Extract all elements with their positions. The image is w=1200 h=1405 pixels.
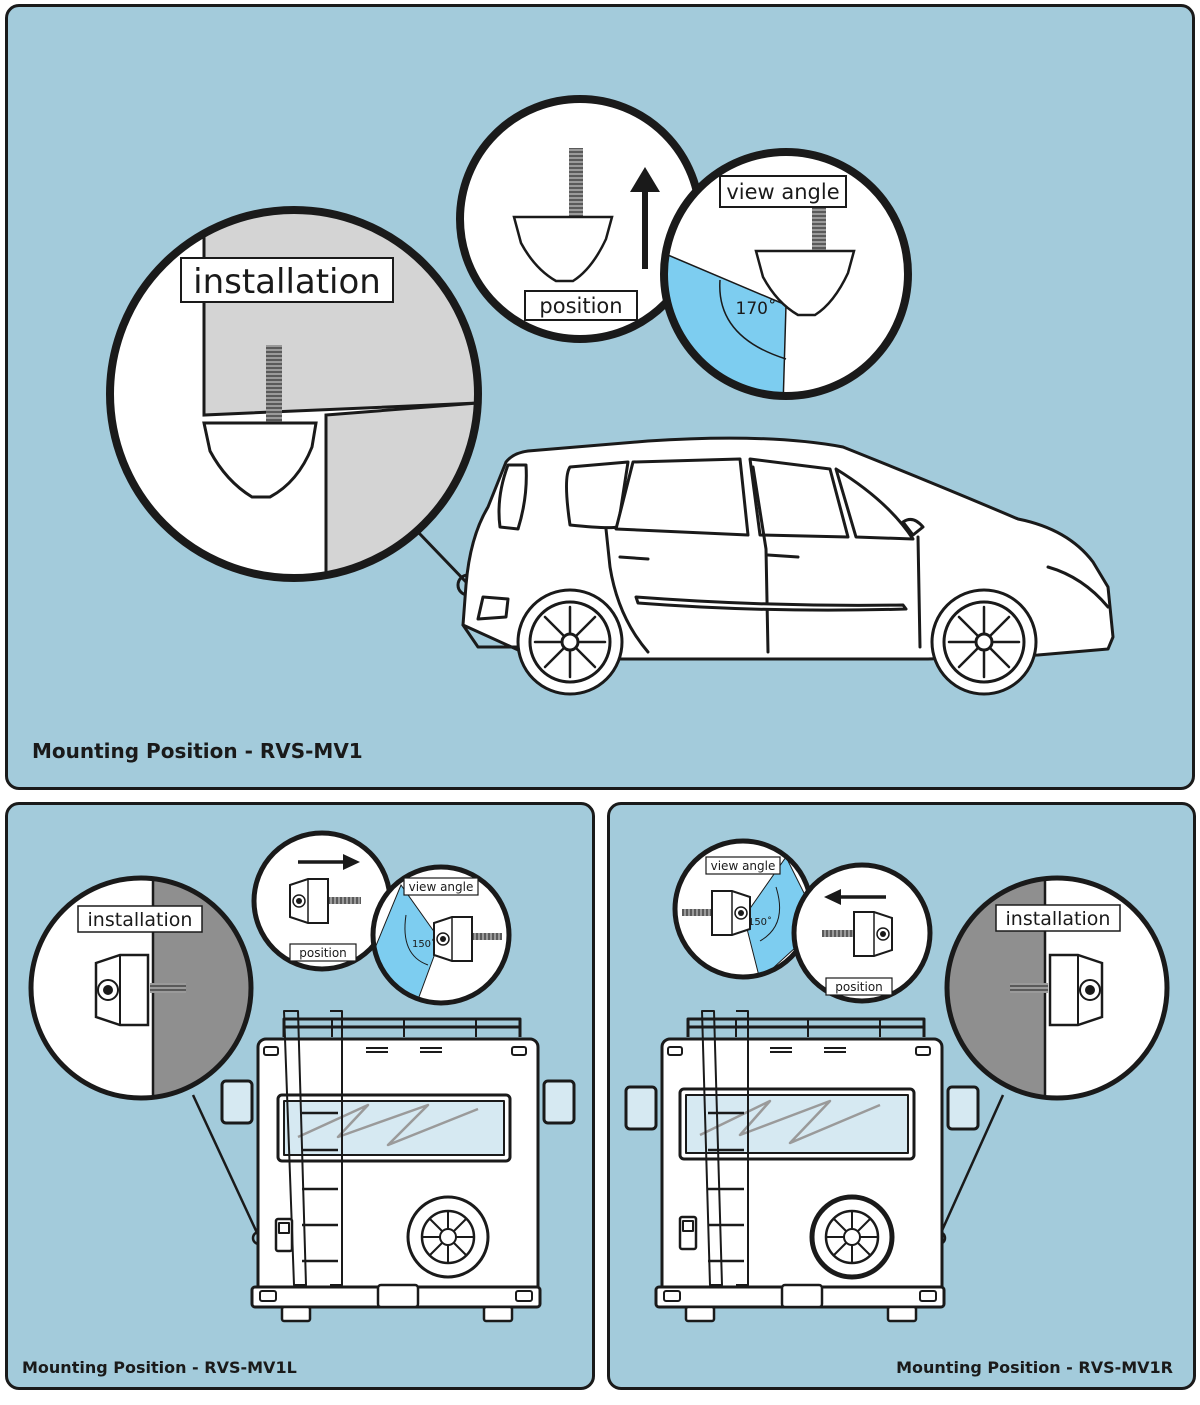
- view-angle-label: view angle: [726, 180, 839, 204]
- installation-magnifier: installation: [106, 206, 482, 582]
- installation-label: installation: [193, 262, 381, 302]
- motorhome-illustration: [624, 1010, 980, 1323]
- caption-rvs-mv1: Mounting Position - RVS-MV1: [32, 739, 363, 763]
- view-angle-magnifier: 170˚ view angle: [660, 148, 912, 400]
- rvs-mv1-diagram: installation position 170˚ view angle: [106, 95, 1115, 696]
- panel-rvs-mv1: installation position 170˚ view angle: [5, 4, 1195, 790]
- callout-line: [191, 1094, 260, 1236]
- installation-label: installation: [1006, 908, 1111, 930]
- position-label: position: [835, 980, 883, 994]
- view-angle-label: view angle: [711, 859, 776, 873]
- view-angle-magnifier: 150˚ view angle: [672, 838, 814, 980]
- angle-value: 170˚: [736, 298, 777, 319]
- view-angle-label: view angle: [409, 880, 474, 894]
- angle-value: 150˚: [748, 916, 772, 928]
- panel-rvs-mv1l: installation position: [5, 802, 595, 1390]
- camera-body: [202, 421, 318, 499]
- installation-magnifier: installation: [944, 875, 1170, 1101]
- car-illustration: [461, 436, 1115, 696]
- position-label: position: [299, 946, 347, 960]
- rvs-mv1r-diagram: installation 150˚ view angle: [624, 838, 1170, 1323]
- camera-body: [512, 215, 614, 283]
- view-angle-magnifier: 150˚ view angle: [370, 864, 512, 1006]
- rvs-mv1l-diagram: installation position: [28, 830, 576, 1323]
- camera-body: [754, 249, 856, 317]
- motorhome-illustration: [220, 1010, 576, 1323]
- angle-value: 150˚: [412, 938, 436, 950]
- installation-label: installation: [88, 909, 193, 931]
- position-magnifier: position: [251, 830, 393, 972]
- position-magnifier: position: [791, 862, 933, 1004]
- position-label: position: [539, 294, 622, 318]
- installation-magnifier: installation: [28, 875, 254, 1101]
- view-angle-sector: [743, 856, 811, 977]
- callout-line: [938, 1094, 1005, 1236]
- caption-rvs-mv1l: Mounting Position - RVS-MV1L: [22, 1358, 297, 1377]
- callout-line: [416, 530, 468, 584]
- panel-rvs-mv1r: installation 150˚ view angle: [607, 802, 1196, 1390]
- caption-rvs-mv1r: Mounting Position - RVS-MV1R: [896, 1358, 1173, 1377]
